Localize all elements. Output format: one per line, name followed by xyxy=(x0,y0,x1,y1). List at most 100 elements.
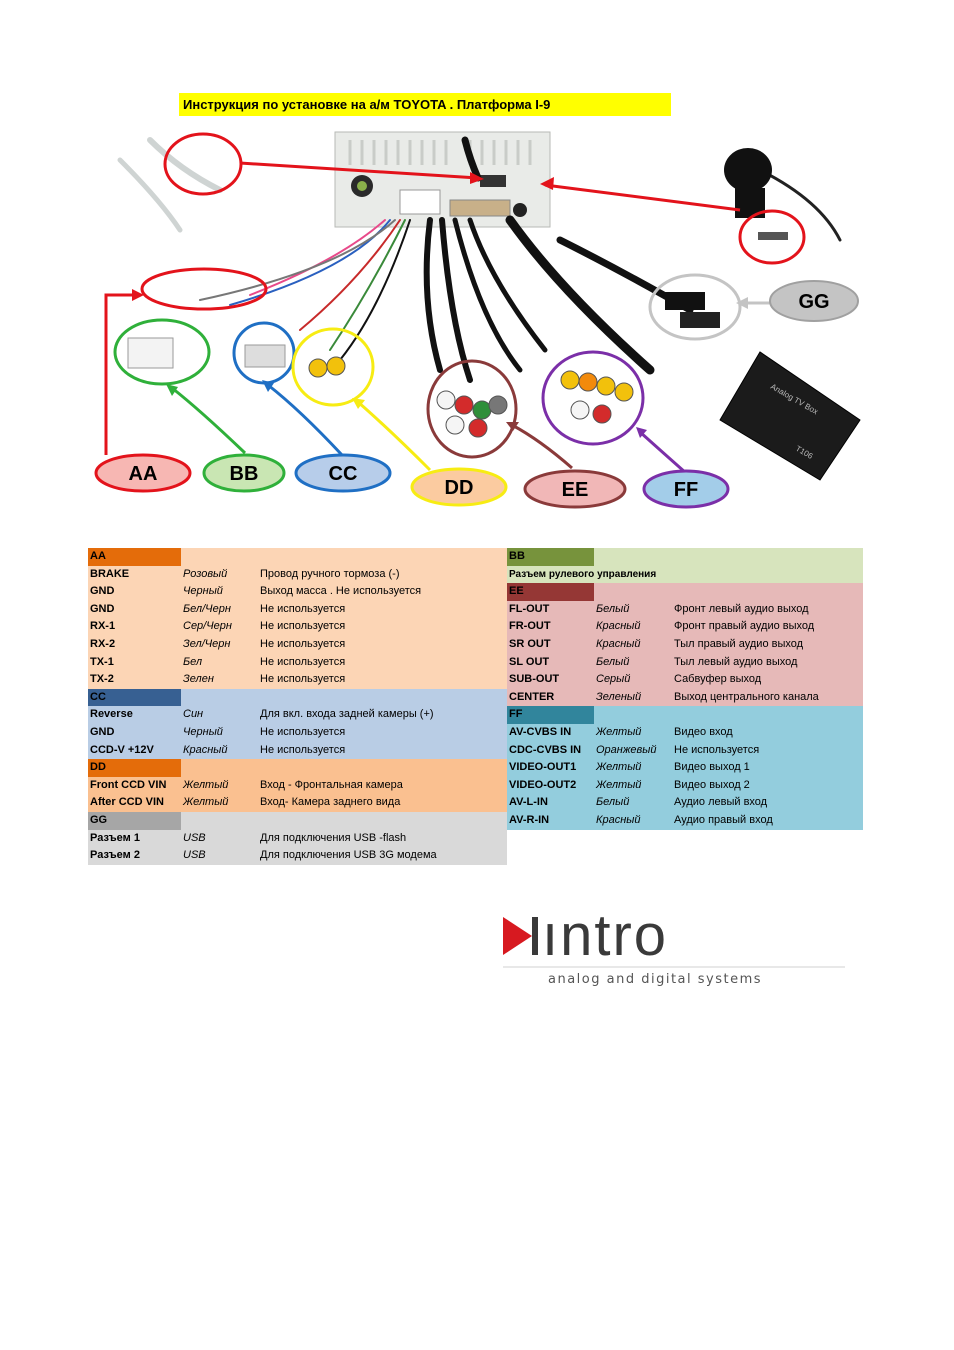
pin-name: AV-CVBS IN xyxy=(509,725,572,738)
pin-name: Разъем рулевого управления xyxy=(509,568,657,580)
wire-color: Зел/Черн xyxy=(183,637,231,650)
rca-plugs-ee xyxy=(436,390,508,438)
pin-description: Не используется xyxy=(260,725,346,738)
pin-description: Не используется xyxy=(260,637,346,650)
label-bb: BB xyxy=(230,463,259,485)
section-tag: GG xyxy=(88,811,181,830)
wire-color: USB xyxy=(183,849,206,862)
wire-color: Бел/Черн xyxy=(183,602,231,615)
pin-description: Выход масса . Не используется xyxy=(260,585,422,598)
pin-name: VIDEO-OUT2 xyxy=(509,778,577,791)
pin-description: Для подключения USB -flash xyxy=(260,831,407,844)
label-aa: AA xyxy=(129,463,158,485)
section-tag: BB xyxy=(507,548,594,566)
pin-name: CDC-CVBS IN xyxy=(509,743,582,756)
pin-name: CCD-V +12V xyxy=(90,743,154,756)
pin-name: SL OUT xyxy=(509,655,550,668)
pin-name: GND xyxy=(90,585,115,598)
pin-name: CENTER xyxy=(509,690,555,703)
label-ff: FF xyxy=(674,479,698,501)
pin-name: GND xyxy=(90,602,115,615)
wiring-diagram: Analog TV Box T106 xyxy=(94,131,861,509)
wire-color: Розовый xyxy=(183,567,228,580)
pin-name: FL-OUT xyxy=(509,602,550,615)
pin-description: Не используется xyxy=(260,655,346,668)
pin-description: Видео выход 1 xyxy=(674,761,750,774)
pin-name: VIDEO-OUT1 xyxy=(509,761,577,774)
section-header-aa: AA xyxy=(88,548,507,566)
pin-name: After CCD VIN xyxy=(90,796,164,809)
section-tag: EE xyxy=(507,583,594,601)
wire-color: Зелен xyxy=(183,673,214,686)
pin-description: Сабвуфер выход xyxy=(674,673,762,686)
wire-color: Красный xyxy=(596,637,641,650)
label-cc: CC xyxy=(329,463,358,485)
wire-color: Черный xyxy=(183,725,223,738)
right-pinout-table: BB Разъем рулевого управления EE FL-OUT Б… xyxy=(507,548,863,830)
pin-name: SUB-OUT xyxy=(509,673,560,686)
pin-name: AV-L-IN xyxy=(509,796,548,809)
pin-name: RX-1 xyxy=(90,620,116,633)
table-row: Разъем 2 USB Для подключения USB 3G модема xyxy=(88,847,507,865)
wire-color: Сер/Черн xyxy=(183,620,232,633)
wire-color: Желтый xyxy=(183,778,229,791)
pin-description: Аудио левый вход xyxy=(674,796,768,809)
wire-color: Белый xyxy=(596,796,630,809)
pin-name: SR OUT xyxy=(509,637,551,650)
table-row: Разъем рулевого управления xyxy=(507,566,863,584)
label-gg: GG xyxy=(798,291,829,313)
cables xyxy=(117,136,842,383)
wire-color: Желтый xyxy=(596,761,642,774)
wire-color: Черный xyxy=(183,585,223,598)
wire-color: Красный xyxy=(596,620,641,633)
pin-description: Фронт правый аудио выход xyxy=(674,620,815,633)
wire-color: Син xyxy=(183,708,204,721)
logo-tagline: analog and digital systems xyxy=(548,972,762,987)
wire-color: Серый xyxy=(596,673,631,686)
pin-name: TX-1 xyxy=(90,655,114,668)
section-tag: DD xyxy=(88,759,181,777)
wire-color: Красный xyxy=(596,813,641,826)
section-header-bb: BB xyxy=(507,548,863,566)
pin-name: AV-R-IN xyxy=(509,813,550,826)
intro-logo: ıntro analog and digital systems xyxy=(503,905,845,987)
rca-plugs-ff xyxy=(560,370,634,424)
section-header-cc: CC xyxy=(88,688,507,707)
section-header-dd: DD xyxy=(88,759,507,777)
head-unit xyxy=(334,131,551,228)
pin-description: Вход- Камера заднего вида xyxy=(260,796,401,809)
pin-name: Разъем 2 xyxy=(90,849,140,862)
pin-description: Не используется xyxy=(260,743,346,756)
wire-color: Белый xyxy=(596,655,630,668)
table-row: AV-L-IN Белый Аудио левый вход xyxy=(507,794,863,812)
pin-description: Не используется xyxy=(674,743,760,756)
pin-description: Фронт левый аудио выход xyxy=(674,602,809,615)
pin-description: Аудио правый вход xyxy=(674,813,773,826)
pin-description: Не используется xyxy=(260,673,346,686)
table-row: AV-R-IN Красный Аудио правый вход xyxy=(507,812,863,830)
table-row: RX-2 Зел/Черн Не используется xyxy=(88,636,507,654)
section-tag: AA xyxy=(88,548,181,566)
section-header-gg: GG xyxy=(88,811,507,830)
pin-description: Выход центрального канала xyxy=(674,690,819,703)
pin-name: RX-2 xyxy=(90,637,116,650)
table-row: FL-OUT Белый Фронт левый аудио выход xyxy=(507,601,863,619)
pin-description: Видео вход xyxy=(674,725,733,738)
pin-description: Для подключения USB 3G модема xyxy=(260,849,437,862)
wire-color: Белый xyxy=(596,602,630,615)
logo-brand: ıntro xyxy=(542,905,668,968)
